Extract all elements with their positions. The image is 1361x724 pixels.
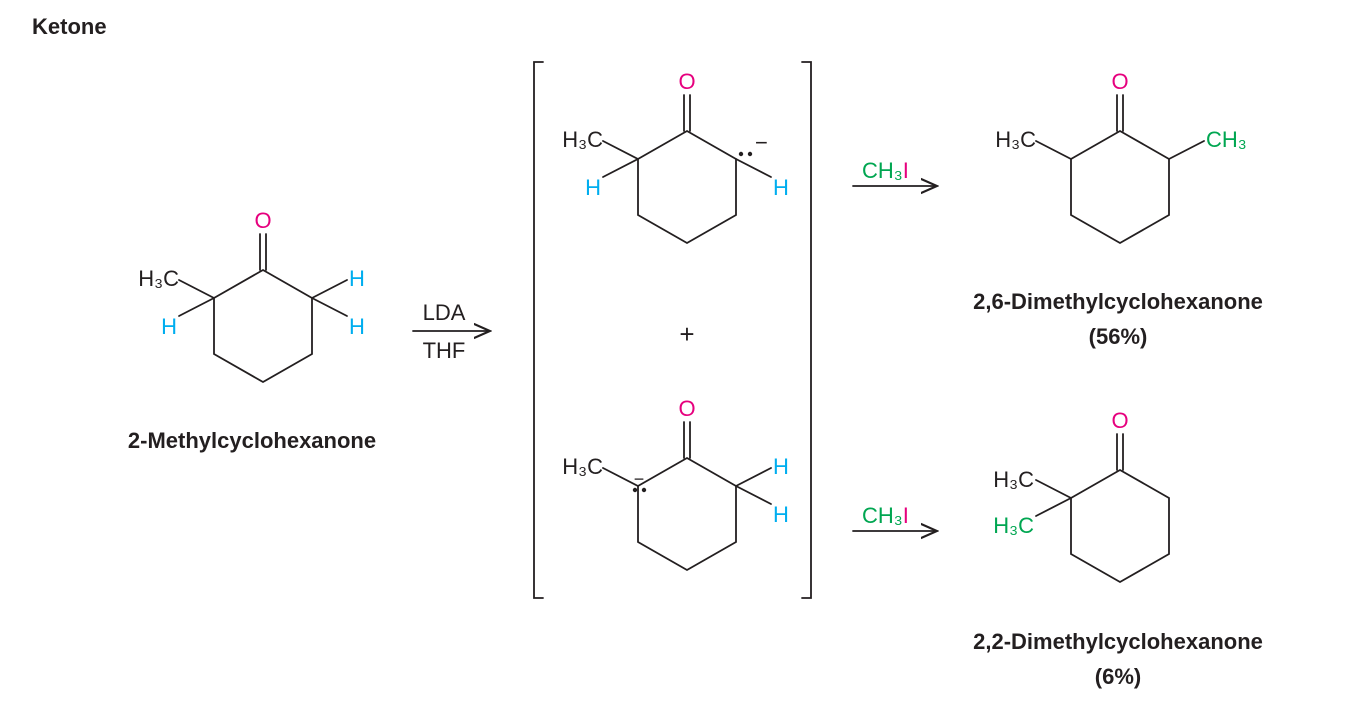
product-2-2-dimethyl-structure: O H₃C H₃C xyxy=(993,408,1170,583)
product-1-yield: (56%) xyxy=(1089,324,1148,349)
oxygen-label: O xyxy=(254,208,271,233)
heading: Ketone xyxy=(32,14,107,39)
cyclohexanone-ring xyxy=(1070,433,1170,583)
starting-material-structure: O H₃C H H H xyxy=(138,208,365,383)
starting-material-name: 2-Methylcyclohexanone xyxy=(128,428,376,453)
added-methyl-label: H₃C xyxy=(993,513,1034,538)
negative-charge: − xyxy=(755,130,768,155)
lone-pair-dot xyxy=(641,487,647,493)
methyl-label: H₃C xyxy=(138,266,179,291)
thermodynamic-enolate-structure: − O H₃C H H xyxy=(562,396,789,571)
methyl-label: H₃C xyxy=(562,454,603,479)
hydrogen-label: H xyxy=(585,175,601,200)
lone-pair-dot xyxy=(738,151,744,157)
negative-charge: − xyxy=(634,469,645,489)
solvent-thf: THF xyxy=(423,338,466,363)
cyclohexanone-ring xyxy=(213,233,313,383)
reagent-methyl-iodide: CH₃I xyxy=(862,503,909,528)
product-2-name: 2,2-Dimethylcyclohexanone xyxy=(973,629,1263,654)
cyclohexanone-ring xyxy=(1070,94,1170,244)
lone-pair-dot xyxy=(747,151,753,157)
oxygen-label: O xyxy=(1111,69,1128,94)
oxygen-label: O xyxy=(678,69,695,94)
plus-sign: + xyxy=(679,319,694,349)
left-bracket xyxy=(533,61,544,599)
oxygen-label: O xyxy=(678,396,695,421)
hydrogen-label: H xyxy=(773,175,789,200)
hydrogen-label: H xyxy=(349,266,365,291)
lone-pair-dot xyxy=(632,487,638,493)
oxygen-label: O xyxy=(1111,408,1128,433)
product-2-6-dimethyl-structure: O H₃C CH₃ xyxy=(995,69,1247,244)
reagent-methyl-iodide: CH₃I xyxy=(862,158,909,183)
hydrogen-label: H xyxy=(773,502,789,527)
cyclohexanone-ring xyxy=(637,421,737,571)
added-methyl-label: CH₃ xyxy=(1206,127,1247,152)
hydrogen-label: H xyxy=(161,314,177,339)
hydrogen-label: H xyxy=(773,454,789,479)
methyl-label: H₃C xyxy=(995,127,1036,152)
product-1-name: 2,6-Dimethylcyclohexanone xyxy=(973,289,1263,314)
right-bracket xyxy=(801,61,812,599)
kinetic-enolate-structure: − O H₃C H H xyxy=(562,69,789,244)
hydrogen-label: H xyxy=(349,314,365,339)
cyclohexanone-ring xyxy=(637,94,737,244)
reagent-lda: LDA xyxy=(423,300,466,325)
methyl-label: H₃C xyxy=(993,467,1034,492)
methyl-label: H₃C xyxy=(562,127,603,152)
product-2-yield: (6%) xyxy=(1095,664,1141,689)
